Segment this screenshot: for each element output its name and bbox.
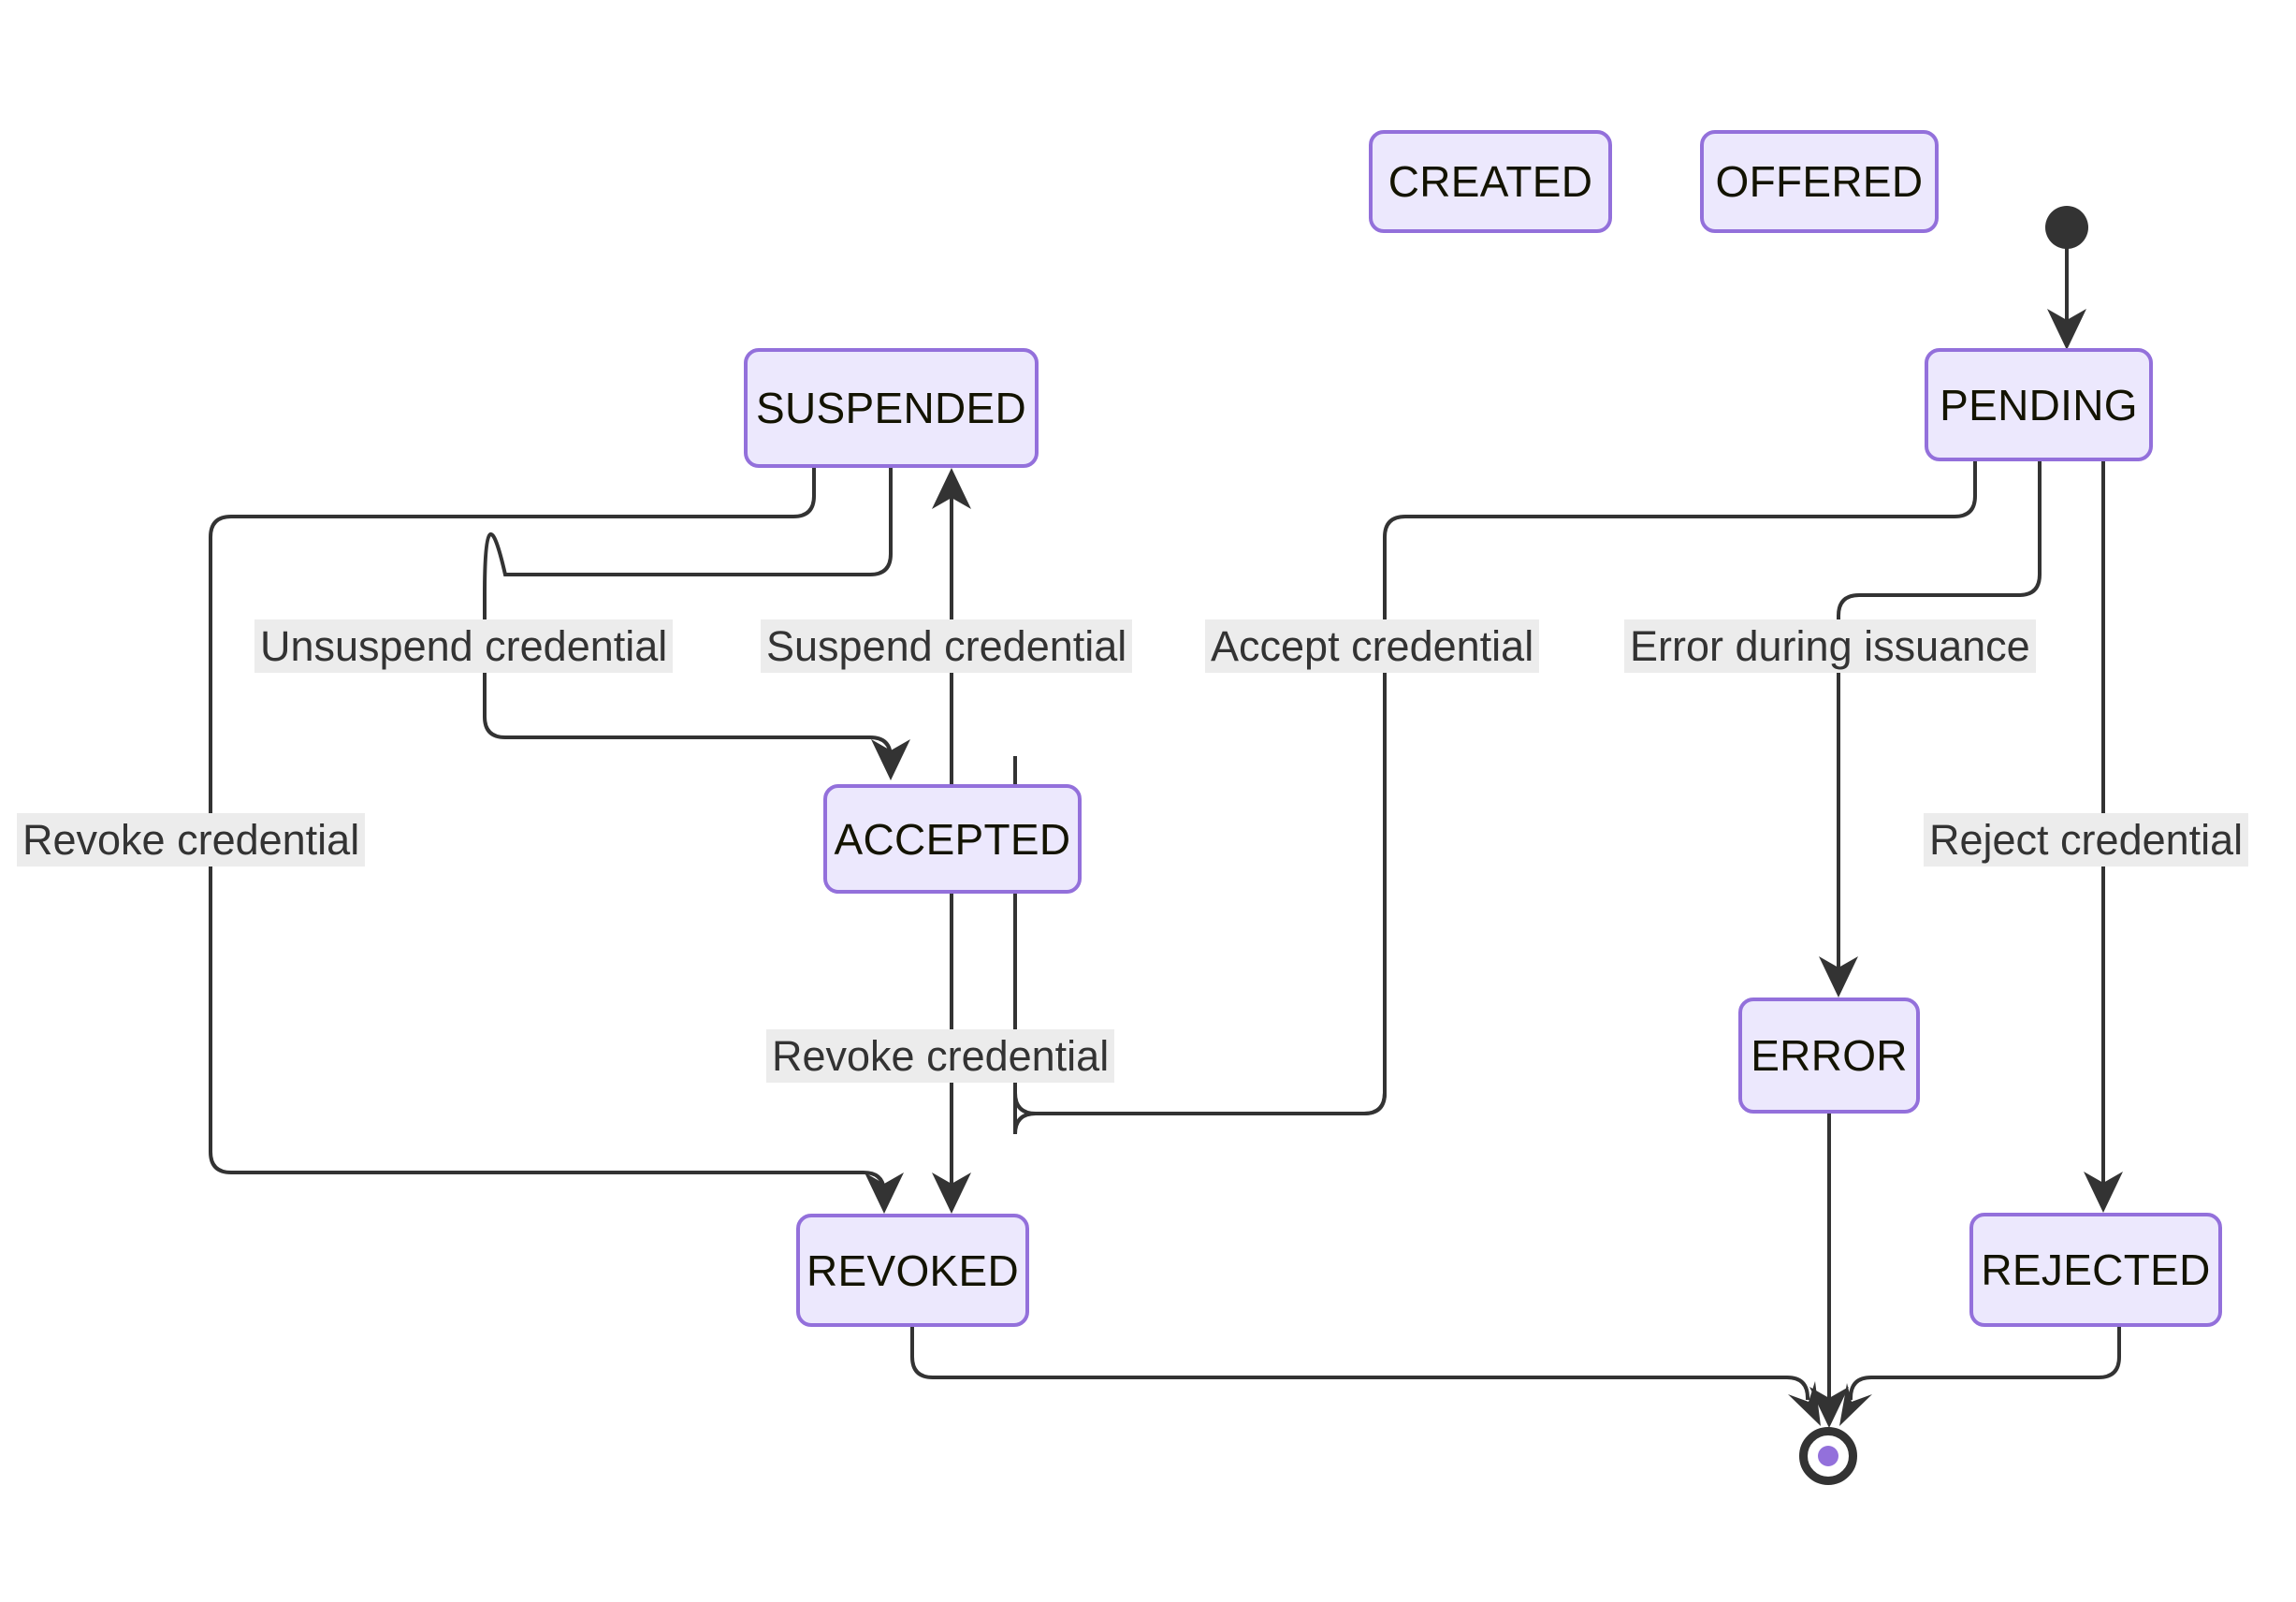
state-node-suspended[interactable]: SUSPENDED — [744, 348, 1039, 468]
edge-suspended-to-accepted — [483, 468, 910, 780]
state-node-created[interactable]: CREATED — [1369, 130, 1612, 233]
edge-start-to-pending — [2047, 248, 2086, 350]
edge-label-revoke-credential-left: Revoke credential — [17, 813, 366, 867]
state-label-error: ERROR — [1751, 1031, 1908, 1080]
state-node-offered[interactable]: OFFERED — [1700, 130, 1939, 233]
edge-label-accept-credential: Accept credential — [1205, 619, 1540, 674]
edge-error-to-end — [1809, 1114, 1849, 1428]
edge-revoked-to-end — [910, 1327, 1821, 1426]
end-state-marker-inner — [1818, 1446, 1838, 1466]
edge-label-reject-credential: Reject credential — [1924, 813, 2249, 867]
state-label-rejected: REJECTED — [1981, 1245, 2211, 1294]
state-label-created: CREATED — [1388, 157, 1593, 206]
state-label-offered: OFFERED — [1715, 157, 1924, 206]
edge-label-error-during-issuance: Error during issuance — [1624, 619, 2036, 674]
state-label-accepted: ACCEPTED — [834, 814, 1071, 864]
edge-pending-to-error — [1819, 461, 2042, 998]
state-node-error[interactable]: ERROR — [1738, 998, 1920, 1114]
state-label-pending: PENDING — [1940, 380, 2138, 430]
start-state-marker — [2045, 206, 2088, 249]
state-node-pending[interactable]: PENDING — [1925, 348, 2153, 461]
state-node-rejected[interactable]: REJECTED — [1969, 1213, 2222, 1327]
edge-label-suspend-credential: Suspend credential — [761, 619, 1133, 674]
state-node-accepted[interactable]: ACCEPTED — [823, 784, 1082, 894]
edge-label-revoke-credential-center: Revoke credential — [766, 1029, 1115, 1084]
edge-rejected-to-end — [1839, 1327, 2121, 1426]
state-label-suspended: SUSPENDED — [756, 384, 1026, 432]
edge-label-unsuspend-credential: Unsuspend credential — [254, 619, 674, 674]
end-state-marker — [1799, 1427, 1857, 1485]
state-label-revoked: REVOKED — [806, 1245, 1020, 1295]
state-node-revoked[interactable]: REVOKED — [796, 1214, 1029, 1327]
